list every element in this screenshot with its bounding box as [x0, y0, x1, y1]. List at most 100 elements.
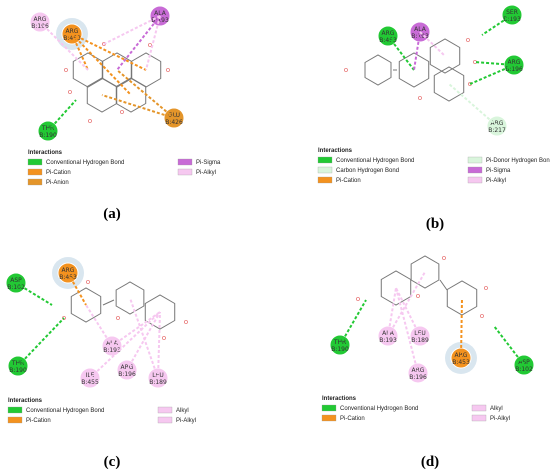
- legend-title: Interactions: [318, 148, 353, 154]
- legend-swatch: [27, 158, 43, 166]
- residue-number: B:193: [151, 17, 169, 24]
- residue-number: B:190: [331, 346, 349, 353]
- residue-name: ARG: [382, 30, 395, 37]
- legend-swatch: [27, 168, 43, 176]
- oxygen-atom-label: O: [484, 286, 488, 292]
- interaction-line: [387, 35, 415, 71]
- residue-name: THR: [41, 125, 54, 132]
- residue-number: B:453: [452, 359, 470, 366]
- legend-swatch: [467, 156, 483, 164]
- interaction-line: [481, 14, 513, 36]
- interaction-line: [116, 69, 175, 119]
- oxygen-atom-label: O: [68, 90, 72, 96]
- residue-name: THR: [333, 339, 346, 346]
- catechol-ring: [446, 280, 478, 316]
- interaction-line: [39, 21, 89, 71]
- legend-swatch: [471, 404, 487, 412]
- interaction-line: [448, 83, 498, 127]
- interaction-line: [101, 15, 161, 46]
- legend-swatch: [317, 166, 333, 174]
- legend-item-label: Pi-Alkyl: [196, 170, 216, 176]
- interaction-line: [89, 311, 161, 379]
- interaction-line: [474, 61, 515, 66]
- legend-item-label: Pi-Cation: [340, 416, 365, 422]
- residue-name: SER: [506, 9, 518, 16]
- residue-name: ASP: [518, 359, 530, 366]
- oxygen-atom-label: O: [473, 60, 477, 66]
- residue-name: ALA: [414, 26, 427, 33]
- residue-number: B:189: [149, 379, 167, 386]
- residue-name: THR: [11, 360, 24, 367]
- legend-item-label: Pi-Sigma: [486, 168, 511, 174]
- legend-swatch: [157, 416, 173, 424]
- oxygen-atom-label: O: [102, 42, 106, 48]
- interaction-line: [145, 15, 161, 71]
- legend-swatch: [467, 166, 483, 174]
- residue-number: B:196: [31, 23, 49, 30]
- residue-number: B:455: [81, 379, 99, 386]
- interaction-line: [395, 287, 421, 337]
- residue-number: B:196: [409, 374, 427, 381]
- residue-number: B:193: [103, 347, 121, 354]
- legend-swatch: [177, 158, 193, 166]
- interaction-line: [387, 287, 397, 337]
- residue-number: B:196: [505, 66, 523, 73]
- legend-item-label: Pi-Donor Hydrogen Bond: [486, 158, 550, 164]
- residue-number: B:453: [379, 37, 397, 44]
- panel-label: (c): [104, 454, 121, 470]
- legend-title: Interactions: [322, 396, 357, 402]
- interaction-line: [71, 33, 89, 71]
- legend-item-label: Pi-Cation: [46, 170, 71, 176]
- interaction-line: [101, 94, 175, 119]
- interaction-line: [71, 33, 132, 96]
- residue-name: ALA: [154, 10, 167, 17]
- benzo-ring: [429, 38, 461, 74]
- interaction-line: [15, 282, 53, 306]
- oxygen-atom-label: O: [416, 294, 420, 300]
- legend-swatch: [177, 168, 193, 176]
- residue-name: LEU: [414, 330, 426, 337]
- residue-number: B:190: [9, 367, 27, 374]
- oxygen-atom-label: O: [88, 119, 92, 125]
- interaction-line: [387, 271, 426, 337]
- panel-label: (a): [103, 206, 121, 222]
- residue-name: ARG: [66, 28, 79, 35]
- residue-number: B:190: [39, 132, 57, 139]
- legend-swatch: [467, 176, 483, 184]
- bond-line: [102, 299, 115, 306]
- interaction-line: [116, 15, 161, 71]
- oxygen-atom-label: O: [86, 280, 90, 286]
- residue-name: ILE: [86, 372, 95, 379]
- residue-number: B:217: [488, 127, 506, 134]
- residue-number: B:196: [118, 371, 136, 378]
- legend-title: Interactions: [28, 150, 63, 156]
- interaction-line: [469, 64, 515, 85]
- oxygen-atom-label: O: [480, 314, 484, 320]
- interaction-line: [67, 272, 87, 306]
- residue-name: ARG: [508, 59, 521, 66]
- interaction-line: [460, 297, 463, 359]
- pyran-ring: [115, 281, 145, 315]
- legend-swatch: [321, 414, 337, 422]
- legend-item-label: Pi-Alkyl: [176, 418, 196, 424]
- oxygen-atom-label: O: [418, 96, 422, 102]
- legend-item-label: Conventional Hydrogen Bond: [26, 408, 104, 414]
- residue-number: B:102: [7, 284, 25, 291]
- benzo-ring: [144, 294, 176, 330]
- interaction-line: [493, 325, 525, 366]
- panel-a: OOOOOOOARGB:196ARGB:453ALAB:193GLUB:426T…: [27, 5, 221, 222]
- oxygen-atom-label: O: [184, 320, 188, 326]
- oxygen-atom-label: O: [64, 68, 68, 74]
- legend-swatch: [7, 406, 23, 414]
- legend-item-label: Pi-Anion: [46, 180, 69, 186]
- legend-swatch: [317, 176, 333, 184]
- residue-number: B:102: [515, 366, 533, 373]
- interaction-line: [129, 297, 159, 379]
- panel-c: OOOOOARGB:453ASPB:102THRB:190ALAB:193ARG…: [5, 257, 196, 470]
- legend-swatch: [321, 404, 337, 412]
- interaction-line: [419, 31, 446, 57]
- interaction-line: [126, 311, 161, 371]
- legend-item-label: Pi-Cation: [336, 178, 361, 184]
- legend-item-label: Pi-Sigma: [196, 160, 221, 166]
